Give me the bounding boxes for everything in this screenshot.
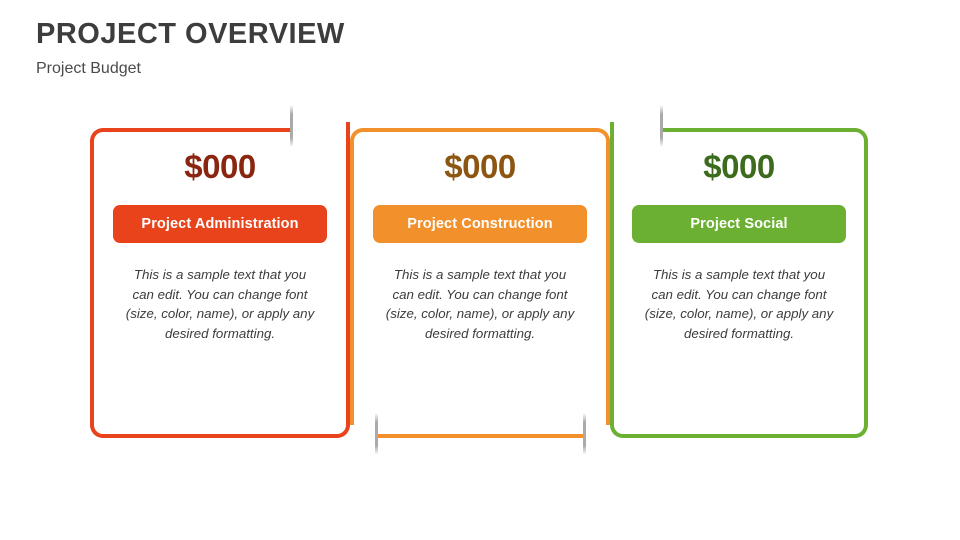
budget-card-project-social[interactable]: $000 Project Social This is a sample tex… [610, 122, 868, 438]
tick-mark-card-2-bottom-left [375, 413, 378, 455]
card-2-border-top [363, 128, 597, 132]
card-3-content: $000 Project Social This is a sample tex… [610, 128, 868, 438]
card-1-border-right [346, 122, 350, 426]
card-2-content: $000 Project Construction This is a samp… [350, 128, 610, 438]
card-2-amount: $000 [444, 148, 516, 185]
page-subtitle: Project Budget [36, 60, 141, 78]
card-3-body-text: This is a sample text that you can edit.… [644, 267, 834, 342]
card-3-border-left [610, 122, 614, 426]
card-2-button-project-construction[interactable]: Project Construction [373, 205, 587, 243]
card-3-border-right [864, 141, 868, 425]
card-1-border-top [102, 128, 291, 132]
card-1-border-bottom [103, 434, 337, 438]
tick-mark-card-2-bottom-right [583, 413, 586, 455]
card-2-border-right [606, 141, 610, 425]
card-1-border-left [90, 141, 94, 425]
budget-card-project-construction[interactable]: $000 Project Construction This is a samp… [350, 128, 610, 438]
slide-header: PROJECT OVERVIEW Project Budget [36, 18, 736, 79]
budget-card-project-administration[interactable]: $000 Project Administration This is a sa… [90, 122, 350, 438]
card-1-button-project-administration[interactable]: Project Administration [113, 205, 327, 243]
card-3-amount: $000 [703, 148, 775, 185]
card-3-border-top [661, 128, 855, 132]
card-1-body-text: This is a sample text that you can edit.… [125, 267, 315, 342]
card-2-border-left [350, 141, 354, 425]
card-2-body-text: This is a sample text that you can edit.… [385, 267, 575, 342]
tick-mark-card-1-top-right [290, 105, 293, 147]
card-1-amount: $000 [184, 148, 256, 185]
card-1-content: $000 Project Administration This is a sa… [90, 128, 350, 438]
card-3-border-bottom [623, 434, 857, 438]
tick-mark-card-3-top-left [660, 105, 663, 147]
page-title: PROJECT OVERVIEW [36, 18, 345, 50]
card-3-button-project-social[interactable]: Project Social [632, 205, 846, 243]
card-2-border-bottom [376, 434, 584, 438]
